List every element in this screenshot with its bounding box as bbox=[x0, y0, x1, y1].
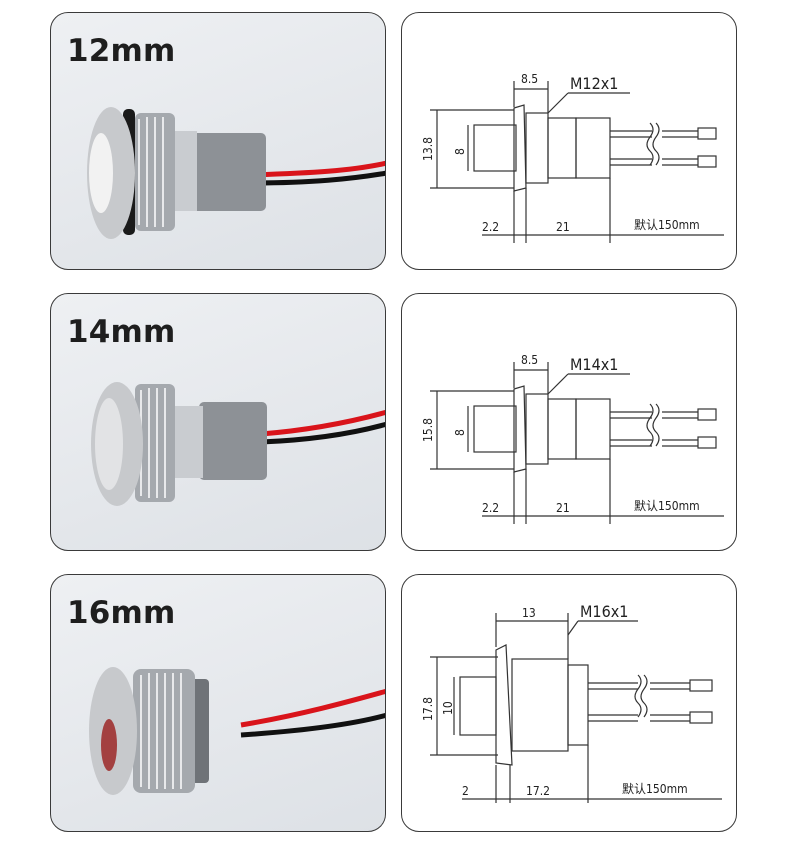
dim-inner-label: 8 bbox=[453, 429, 467, 436]
dimension-drawing-16mm: 13 M16x1 17.8 10 2 17.2 默认150mm bbox=[401, 574, 737, 832]
product-photo-12mm: 12mm bbox=[50, 12, 386, 270]
product-photo-16mm: 16mm bbox=[50, 574, 386, 832]
dim-left-label: 2.2 bbox=[482, 501, 499, 515]
wire-length-label: 默认150mm bbox=[622, 781, 688, 796]
thread-label: M12x1 bbox=[570, 74, 618, 93]
dim-height-label: 13.8 bbox=[421, 137, 435, 161]
product-photo-14mm: 14mm bbox=[50, 293, 386, 551]
size-label: 14mm bbox=[67, 314, 176, 350]
dim-inner-label: 8 bbox=[453, 148, 467, 155]
dim-left-label: 2 bbox=[462, 784, 469, 798]
technical-drawing: 8.5 M14x1 15.8 8 2.2 21 默认150mm bbox=[421, 353, 724, 524]
dim-top-label: 8.5 bbox=[521, 353, 538, 367]
dim-top-label: 8.5 bbox=[521, 72, 538, 86]
wire-length-label: 默认150mm bbox=[634, 498, 700, 513]
indicator-light-16mm-image bbox=[89, 667, 385, 795]
size-label: 12mm bbox=[67, 33, 176, 69]
technical-drawing: 8.5 M12x1 13.8 8 2.2 21 默认150mm bbox=[421, 72, 724, 243]
dimension-drawing-12mm: 8.5 M12x1 13.8 8 2.2 21 默认150mm bbox=[401, 12, 737, 270]
dim-height-label: 15.8 bbox=[421, 418, 435, 442]
dim-inner-label: 10 bbox=[441, 701, 455, 715]
dim-height-label: 17.8 bbox=[421, 697, 435, 721]
thread-label: M14x1 bbox=[570, 355, 618, 374]
thread-label: M16x1 bbox=[580, 602, 628, 621]
dim-body-label: 21 bbox=[556, 220, 570, 234]
indicator-light-14mm-image bbox=[91, 382, 385, 506]
technical-drawing: 13 M16x1 17.8 10 2 17.2 默认150mm bbox=[421, 602, 722, 803]
wire-length-label: 默认150mm bbox=[634, 217, 700, 232]
dim-left-label: 2.2 bbox=[482, 220, 499, 234]
dim-body-label: 21 bbox=[556, 501, 570, 515]
dim-body-label: 17.2 bbox=[526, 784, 550, 798]
dimension-drawing-14mm: 8.5 M14x1 15.8 8 2.2 21 默认150mm bbox=[401, 293, 737, 551]
indicator-light-12mm-image bbox=[87, 107, 385, 239]
size-label: 16mm bbox=[67, 595, 176, 631]
dim-top-label: 13 bbox=[522, 606, 536, 620]
